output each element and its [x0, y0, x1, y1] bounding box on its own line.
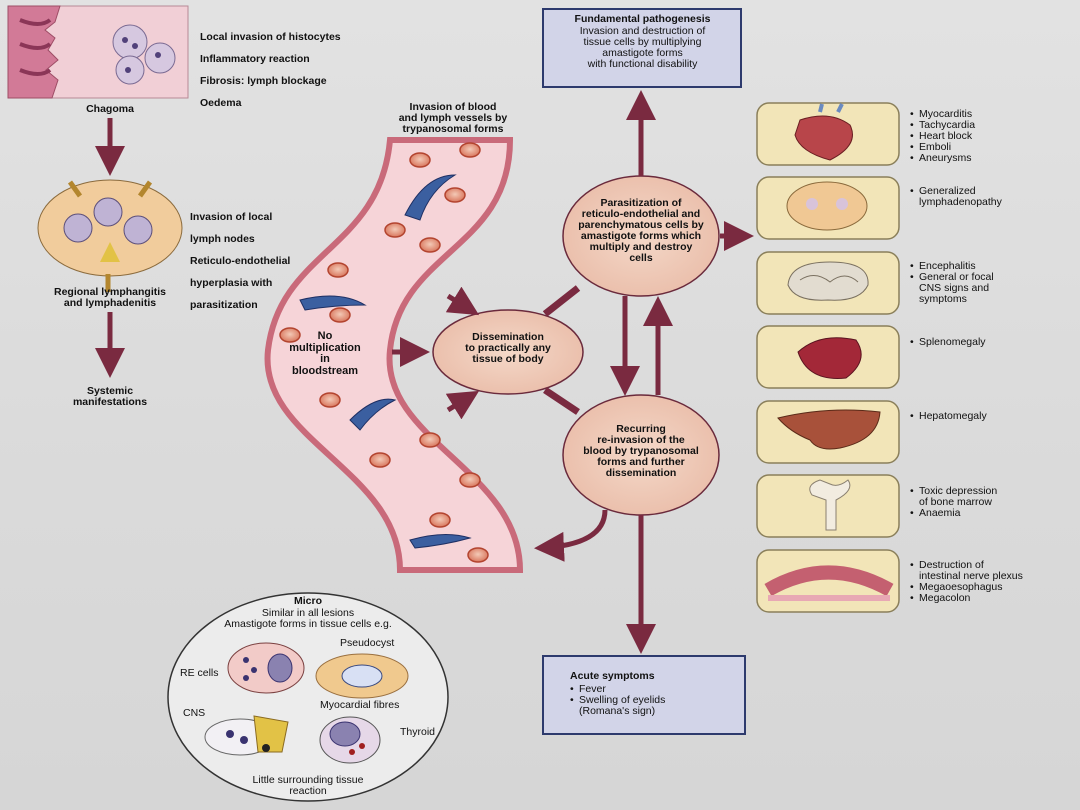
systemic-manifestations: Systemic manifestations: [72, 385, 148, 408]
link-dissemination-parasitization: [542, 285, 581, 317]
fundamental-box: [542, 8, 742, 88]
micro-drawings: [204, 642, 409, 764]
lymph-line-2: lymph nodes: [190, 233, 255, 245]
organ-list-spleen: Splenomegaly: [910, 337, 986, 349]
chagoma-line-3: Fibrosis: lymph blockage: [200, 75, 327, 87]
chagoma-line-2: Inflammatory reaction: [200, 53, 310, 65]
blood-vessel-illustration: [264, 137, 524, 573]
organ-item: Generalized lymphadenopathy: [910, 186, 1002, 208]
organ-item: Megaoesophagus: [910, 582, 1023, 594]
fundamental-title: Fundamental pathogenesis: [574, 13, 711, 25]
organ-item: Tachycardia: [910, 120, 975, 132]
lymph-line-5: parasitization: [190, 299, 258, 311]
myocardial-fibres-label: Myocardial fibres: [320, 699, 400, 711]
recurring-text: Recurring re-invasion of the blood by tr…: [583, 423, 699, 479]
cns-label: CNS: [183, 707, 206, 719]
organ-item: Heart block: [910, 131, 975, 143]
re-cells-label: RE cells: [180, 667, 219, 679]
link-dissemination-recurring: [543, 387, 580, 415]
pseudocyst-label: Pseudocyst: [340, 637, 395, 649]
organ-item: Aneurysms: [910, 153, 975, 165]
chagoma-line-4: Oedema: [200, 97, 242, 109]
chagoma-description: Local invasion of histocytes Inflammator…: [200, 21, 341, 120]
organ-list-brain: Encephalitis General or focal CNS signs …: [910, 261, 994, 305]
acute-item-fever: Fever: [570, 684, 665, 696]
chagoma-caption: Chagoma: [86, 103, 134, 115]
organ-item: General or focal CNS signs and symptoms: [910, 272, 994, 305]
arrow-vessel-lower-to-dissemination: [445, 390, 480, 420]
organ-item: Splenomegaly: [910, 337, 986, 349]
lymph-line-3: Reticulo-endothelial: [190, 255, 291, 267]
acute-title: Acute symptoms: [570, 670, 655, 682]
thyroid-label: Thyroid: [400, 726, 436, 738]
organ-item: Destruction of intestinal nerve plexus: [910, 560, 1023, 582]
acute-symptoms-list: Fever Swelling of eyelids (Romana's sign…: [570, 684, 665, 717]
organ-item: Myocarditis: [910, 109, 975, 121]
lymph-node-illustration: [37, 179, 183, 292]
lymph-line-4: hyperplasia with: [190, 277, 273, 289]
organ-item: Encephalitis: [910, 261, 994, 273]
arrow-recurring-to-vessel: [534, 509, 608, 562]
vessel-invasion-caption: Invasion of blood and lymph vessels by t…: [398, 101, 508, 135]
organ-list-bone: Toxic depression of bone marrow Anaemia: [910, 486, 997, 520]
micro-intro: Similar in all lesions Amastigote forms …: [224, 607, 392, 630]
organ-item: Megacolon: [910, 593, 1023, 605]
organ-list-lymph: Generalized lymphadenopathy: [910, 186, 1002, 208]
lymph-node-description: Invasion of local lymph nodes Reticulo-e…: [190, 201, 290, 322]
organ-list-intestine: Destruction of intestinal nerve plexus M…: [910, 560, 1023, 605]
organ-item: Emboli: [910, 142, 975, 154]
organ-list-heart: Myocarditis Tachycardia Heart block Embo…: [910, 109, 975, 165]
organ-list-liver: Hepatomegaly: [910, 411, 987, 423]
arrow-vessel-upper-to-dissemination: [445, 286, 480, 316]
no-multiplication-label: No multiplication in bloodstream: [289, 330, 361, 377]
parasitization-text: Parasitization of reticulo-endothelial a…: [578, 197, 704, 264]
chagoma-illustration: [7, 5, 189, 99]
dissemination-circle: [432, 309, 584, 395]
regional-lymphangitis-caption: Regional lymphangitis and lymphadenitis: [53, 286, 166, 309]
fundamental-body: Invasion and destruction of tissue cells…: [579, 25, 706, 70]
organ-item: Anaemia: [910, 508, 997, 520]
organ-item: Hepatomegaly: [910, 411, 987, 423]
lymph-line-1: Invasion of local: [190, 211, 273, 223]
organ-drawings: [764, 103, 894, 601]
dissemination-text: Dissemination to practically any tissue …: [465, 331, 551, 365]
acute-item-eyelids: Swelling of eyelids (Romana's sign): [570, 695, 665, 717]
micro-title: Micro: [293, 595, 322, 607]
chagoma-line-1: Local invasion of histocytes: [200, 31, 341, 43]
organ-item: Toxic depression of bone marrow: [910, 486, 997, 508]
micro-footer: Little surrounding tissue reaction: [252, 774, 364, 797]
